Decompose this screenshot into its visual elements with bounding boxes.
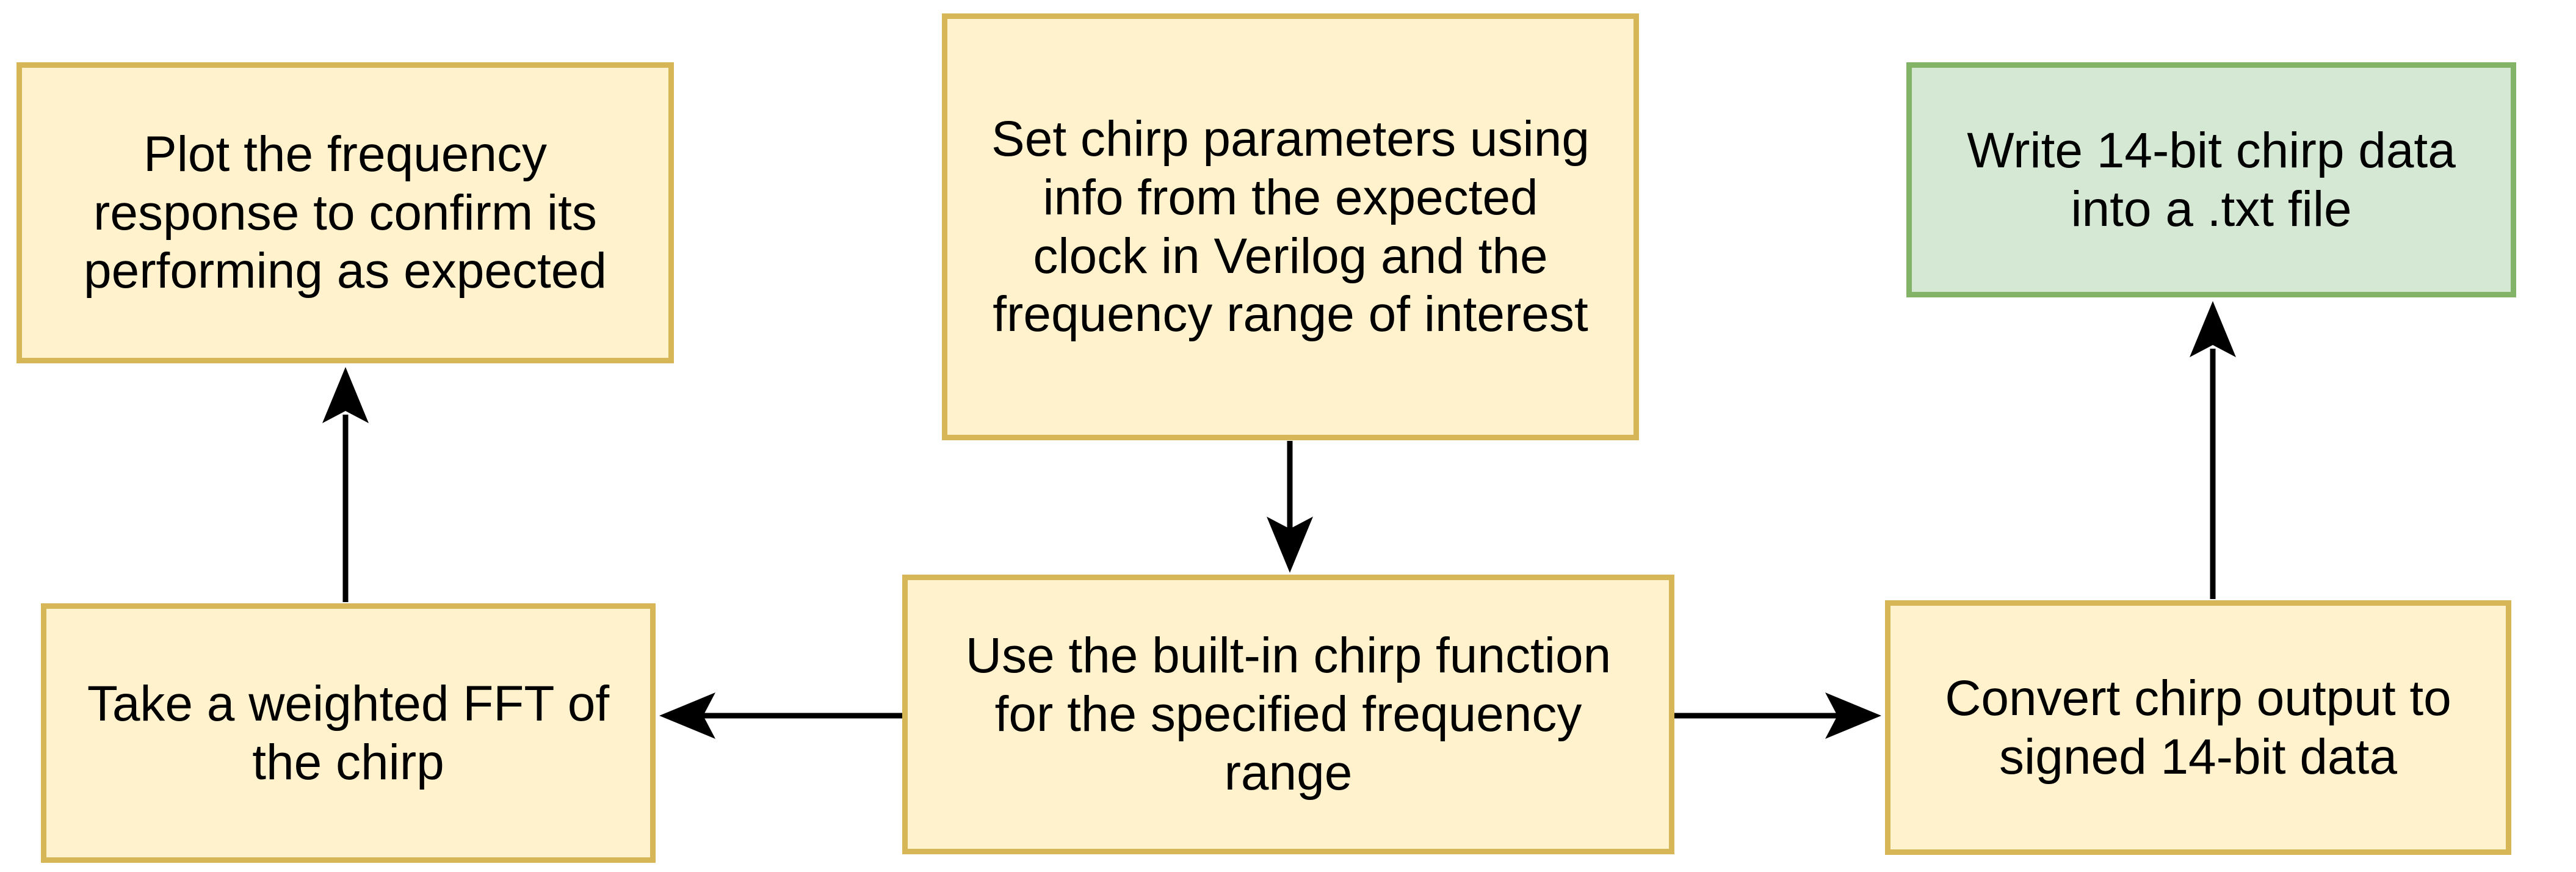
node-label-line: Take a weighted FFT of [87,675,610,732]
node-label-line: Set chirp parameters using [991,111,1590,167]
node-label-line: Convert chirp output to [1945,670,2451,726]
node-label-line: Write 14-bit chirp data [1967,122,2456,178]
node-plot-frequency-response: Plot the frequency response to confirm i… [16,62,674,363]
node-use-builtin-chirp-function: Use the built-in chirp function for the … [902,575,1674,854]
node-label-line: response to confirm its [93,184,597,241]
arrow-set-params-to-chirp-function [1267,441,1313,573]
node-label-line: Plot the frequency [143,126,547,182]
arrow-convert-to-write [2190,301,2236,599]
node-label-line: signed 14-bit data [1999,728,2397,785]
arrow-chirp-function-to-fft [659,692,903,739]
node-label-line: info from the expected [1043,169,1538,225]
node-label-line: the chirp [252,734,444,790]
node-write-chirp-data-txt: Write 14-bit chirp data into a .txt file [1906,62,2516,297]
node-label-line: performing as expected [84,243,607,299]
node-take-weighted-fft: Take a weighted FFT of the chirp [41,603,656,863]
node-label-line: range [1224,744,1353,801]
node-convert-chirp-output: Convert chirp output to signed 14-bit da… [1885,600,2511,855]
node-label-line: frequency range of interest [993,286,1588,343]
arrow-chirp-function-to-convert [1673,692,1881,739]
node-label-line: clock in Verilog and the [1033,228,1548,284]
node-label-line: into a .txt file [2071,181,2352,237]
node-label-line: for the specified frequency [994,686,1582,743]
arrow-fft-to-plot [322,367,369,602]
node-set-chirp-parameters: Set chirp parameters using info from the… [942,13,1639,440]
node-label-line: Use the built-in chirp function [965,628,1612,684]
